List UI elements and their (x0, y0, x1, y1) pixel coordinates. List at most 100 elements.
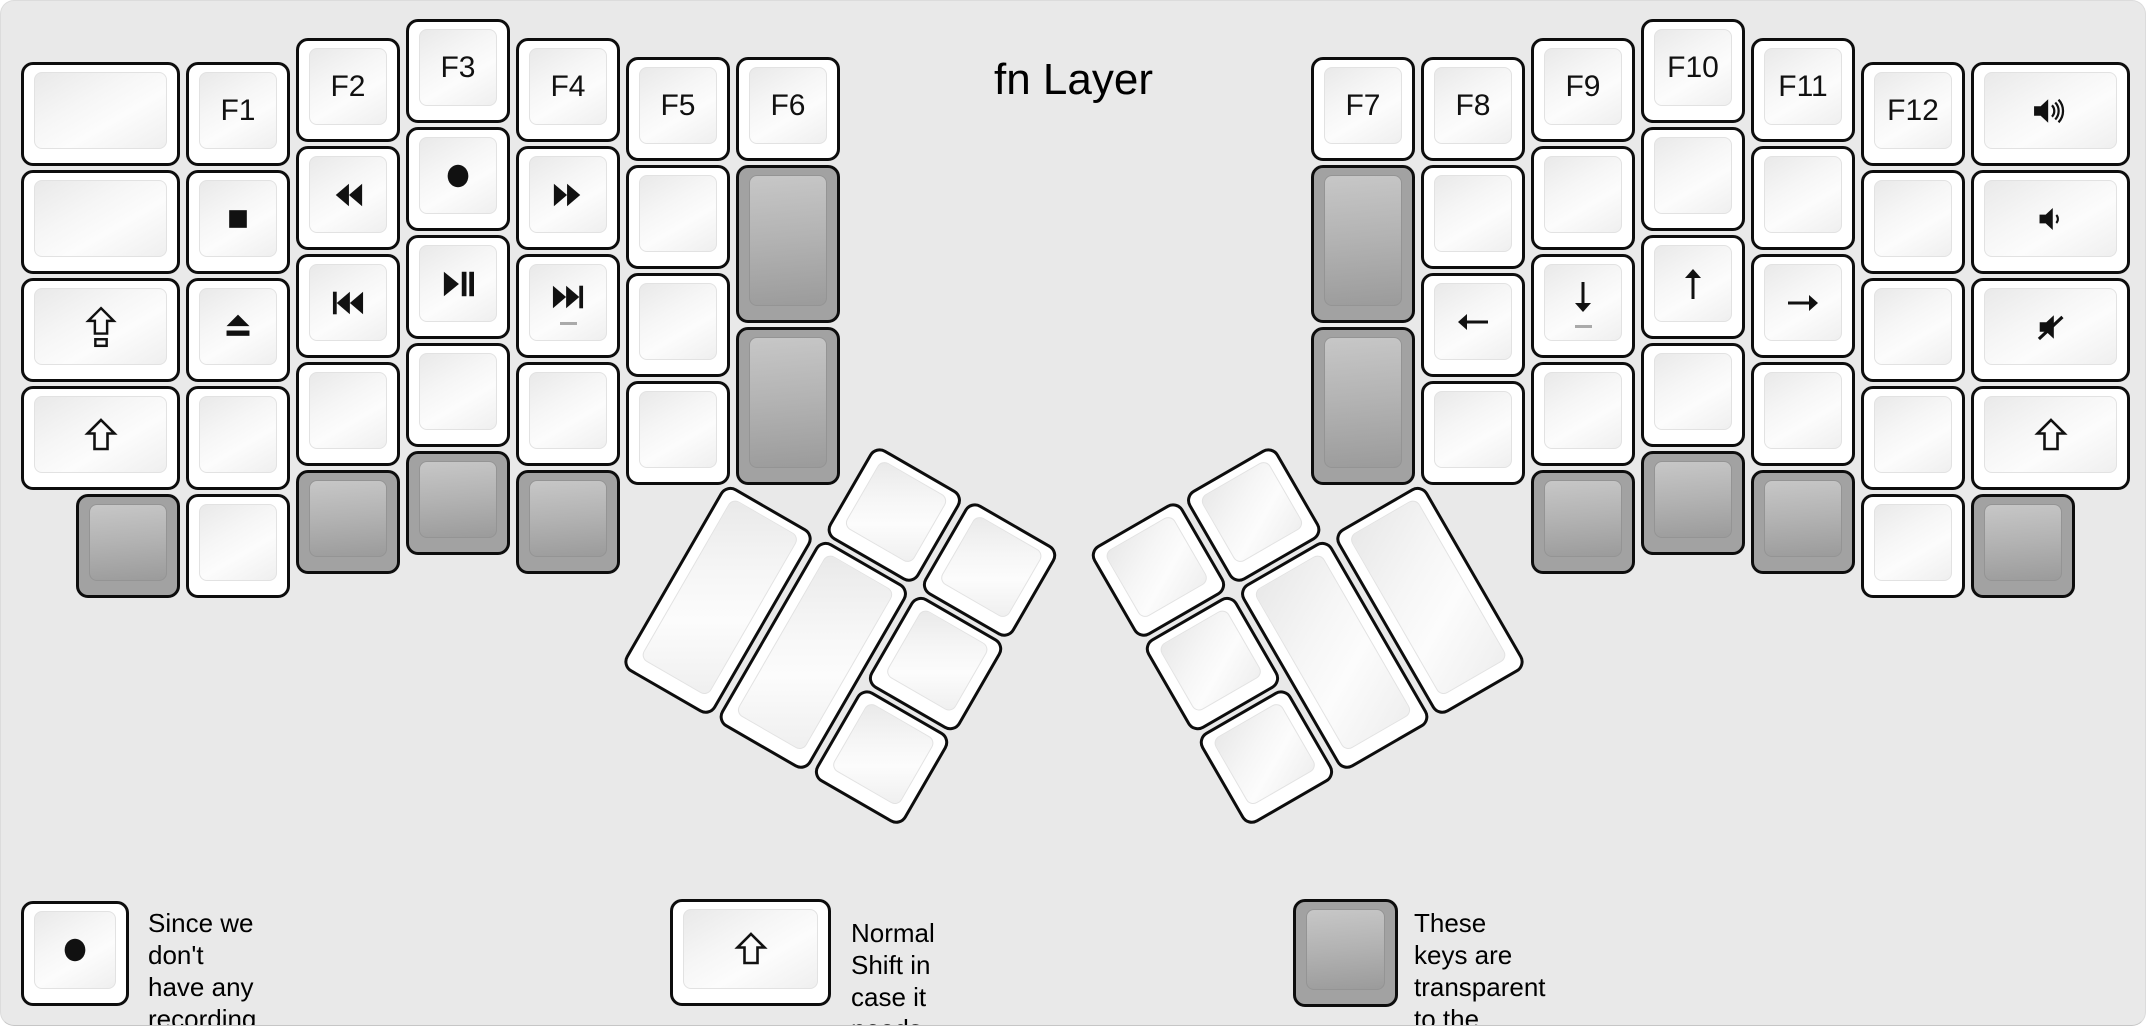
keycap-face (309, 156, 387, 233)
key-shift[interactable] (21, 386, 180, 490)
homing-dash (559, 321, 577, 325)
key-f5[interactable]: F5 (626, 57, 730, 161)
key-mute[interactable] (1971, 278, 2130, 382)
key-blank[interactable] (296, 362, 400, 466)
next-track-icon (549, 281, 587, 313)
keycap-face (1984, 504, 2062, 581)
keycap-face (1544, 480, 1622, 557)
homing-dash (1574, 324, 1592, 328)
key-f11[interactable]: F11 (1751, 38, 1855, 142)
key-arrow-up[interactable] (1641, 235, 1745, 339)
key-blank[interactable] (1861, 278, 1965, 382)
key-rewind[interactable] (296, 146, 400, 250)
key-transparent[interactable] (76, 494, 180, 598)
keycap-face: F6 (749, 67, 827, 144)
keycap-face (1984, 396, 2117, 473)
key-next-track[interactable] (516, 254, 620, 358)
key-transparent[interactable] (736, 165, 840, 323)
key-blank[interactable] (1861, 386, 1965, 490)
key-blank[interactable] (186, 386, 290, 490)
key-f3[interactable]: F3 (406, 19, 510, 123)
key-stop[interactable] (186, 170, 290, 274)
keycap-face (938, 514, 1045, 620)
key-transparent[interactable] (516, 470, 620, 574)
key-transparent[interactable] (736, 327, 840, 485)
key-blank[interactable] (1751, 146, 1855, 250)
key-f2[interactable]: F2 (296, 38, 400, 142)
keycap-face (529, 264, 607, 341)
key-volume-up[interactable] (1971, 62, 2130, 166)
key-blank[interactable] (1421, 381, 1525, 485)
key-shift[interactable] (1971, 386, 2130, 490)
keycap-face (1874, 396, 1952, 473)
key-arrow-down[interactable] (1531, 254, 1635, 358)
key-transparent[interactable] (1311, 327, 1415, 485)
keycap-face (1984, 72, 2117, 149)
legend-text: Since we don't have any recording key, t… (148, 908, 257, 1026)
key-play-pause[interactable] (406, 235, 510, 339)
key-prev-track[interactable] (296, 254, 400, 358)
rewind-icon (330, 179, 366, 211)
key-arrow-right[interactable] (1751, 254, 1855, 358)
key-record[interactable] (406, 127, 510, 231)
key-fast-forward[interactable] (516, 146, 620, 250)
keycap-face (1434, 283, 1512, 360)
arrow-down-icon (1566, 278, 1600, 316)
keycap-face (1103, 514, 1210, 620)
key-volume-down[interactable] (1971, 170, 2130, 274)
key-caps-shift[interactable] (21, 278, 180, 382)
key-blank[interactable] (626, 165, 730, 269)
keycap-face: F10 (1654, 29, 1732, 106)
key-label: F8 (1455, 88, 1491, 122)
key-f1[interactable]: F1 (186, 62, 290, 166)
key-arrow-left[interactable] (1421, 273, 1525, 377)
key-blank[interactable] (21, 170, 180, 274)
key-blank[interactable] (516, 362, 620, 466)
key-blank[interactable] (1751, 362, 1855, 466)
keycap-face (529, 372, 607, 449)
keycap-face (1764, 264, 1842, 341)
key-f4[interactable]: F4 (516, 38, 620, 142)
keycap-face (34, 396, 167, 473)
key-f8[interactable]: F8 (1421, 57, 1525, 161)
key-transparent[interactable] (1311, 165, 1415, 323)
key-blank[interactable] (1861, 494, 1965, 598)
keycap-face (1324, 337, 1402, 468)
keycap-face (1654, 245, 1732, 322)
keycap-face: F9 (1544, 48, 1622, 125)
key-blank[interactable] (21, 62, 180, 166)
key-f12[interactable]: F12 (1861, 62, 1965, 166)
key-transparent[interactable] (296, 470, 400, 574)
key-blank[interactable] (186, 494, 290, 598)
key-blank[interactable] (1421, 165, 1525, 269)
key-blank[interactable] (626, 381, 730, 485)
key-blank[interactable] (1641, 127, 1745, 231)
key-f9[interactable]: F9 (1531, 38, 1635, 142)
key-transparent[interactable] (406, 451, 510, 555)
keycap-face (1544, 156, 1622, 233)
key-blank[interactable] (406, 343, 510, 447)
key-shift (670, 899, 831, 1006)
keycap-face: F4 (529, 48, 607, 125)
key-label: F1 (220, 93, 256, 127)
shift-icon (733, 930, 768, 968)
keycap-face: F12 (1874, 72, 1952, 149)
key-f7[interactable]: F7 (1311, 57, 1415, 161)
key-transparent[interactable] (1641, 451, 1745, 555)
key-transparent[interactable] (1751, 470, 1855, 574)
legend-text: These keys are transparent to the layout… (1414, 908, 1546, 1026)
key-blank[interactable] (1641, 343, 1745, 447)
caps-shift-icon (84, 305, 117, 349)
record-icon (442, 160, 474, 192)
key-blank[interactable] (1861, 170, 1965, 274)
keycap-face (639, 283, 717, 360)
key-transparent[interactable] (1971, 494, 2075, 598)
key-blank[interactable] (1531, 362, 1635, 466)
key-blank[interactable] (1531, 146, 1635, 250)
key-transparent[interactable] (1531, 470, 1635, 574)
key-eject[interactable] (186, 278, 290, 382)
key-f6[interactable]: F6 (736, 57, 840, 161)
key-blank[interactable] (626, 273, 730, 377)
key-f10[interactable]: F10 (1641, 19, 1745, 123)
